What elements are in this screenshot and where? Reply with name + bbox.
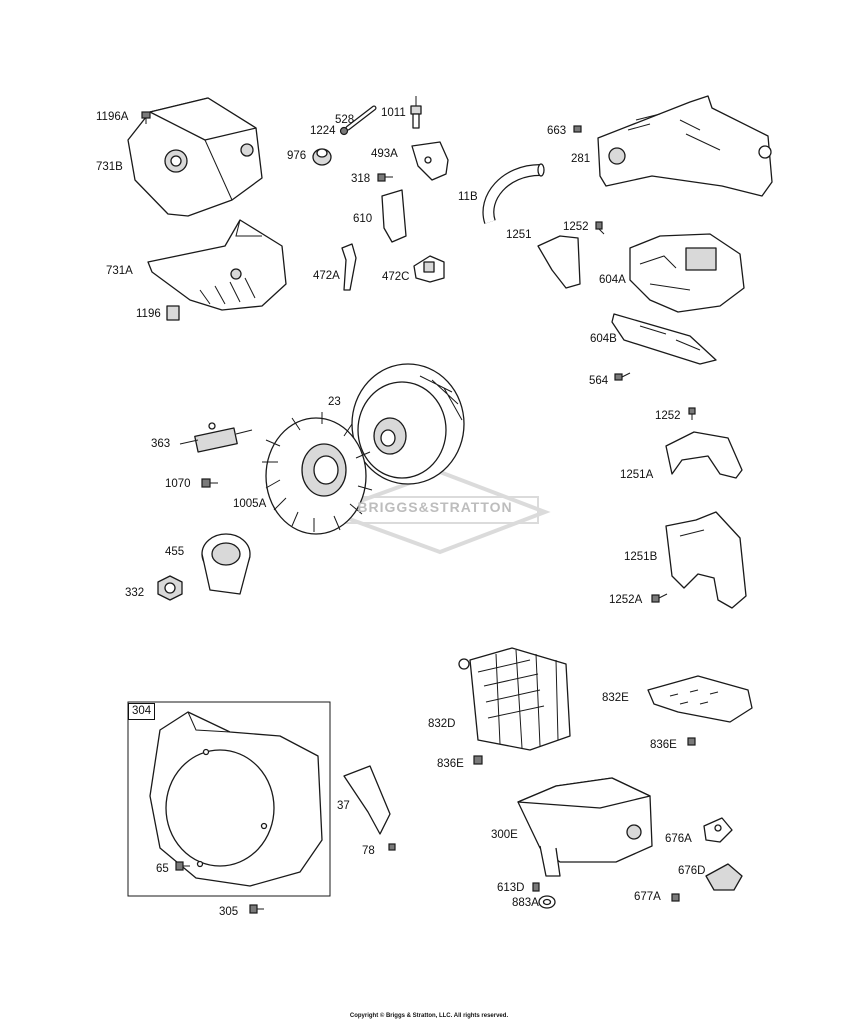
label-676a: 676A xyxy=(665,833,692,845)
part-493a-bracket xyxy=(411,141,449,181)
part-677a-screw xyxy=(671,893,680,902)
part-455-cup xyxy=(201,533,251,595)
part-604b-gasket xyxy=(611,313,717,365)
part-836eb-screw xyxy=(687,737,696,746)
part-676d-deflector xyxy=(705,863,743,891)
part-472a-lever xyxy=(341,243,357,291)
part-832e-shield xyxy=(647,675,753,723)
label-604b: 604B xyxy=(590,333,617,345)
label-613d: 613D xyxy=(497,882,525,894)
label-493a: 493A xyxy=(371,148,398,160)
part-11b-tube xyxy=(482,163,545,224)
label-676d: 676D xyxy=(678,865,706,877)
part-731a-shroud xyxy=(147,219,287,311)
part-305-screw xyxy=(249,904,264,914)
part-1252-screw xyxy=(595,221,605,235)
label-472c: 472C xyxy=(382,271,410,283)
part-363-bracket xyxy=(179,422,253,453)
label-731a: 731A xyxy=(106,265,133,277)
part-883a-gasket xyxy=(538,895,556,909)
part-318-screw xyxy=(377,173,393,182)
label-23: 23 xyxy=(328,396,341,408)
label-1251: 1251 xyxy=(506,229,532,241)
part-610-plate xyxy=(381,189,407,243)
label-1252-lower: 1252 xyxy=(655,410,681,422)
label-528: 528 xyxy=(335,114,355,126)
label-1070: 1070 xyxy=(165,478,191,490)
label-1251a: 1251A xyxy=(620,469,654,481)
label-677a: 677A xyxy=(634,891,661,903)
part-1252b-screw xyxy=(688,407,696,420)
part-300e-muffler xyxy=(517,777,653,877)
label-300e: 300E xyxy=(491,829,518,841)
part-613d-screw xyxy=(532,882,540,892)
label-836e-left: 836E xyxy=(437,758,464,770)
part-832d-guard xyxy=(458,647,571,751)
label-976: 976 xyxy=(287,150,307,162)
part-528-link xyxy=(345,105,377,131)
part-304-box xyxy=(127,701,331,897)
part-37-deflector xyxy=(343,765,391,835)
label-883a: 883A xyxy=(512,897,539,909)
label-318: 318 xyxy=(351,173,371,185)
label-663: 663 xyxy=(547,125,567,137)
part-1224-clip xyxy=(339,126,349,136)
part-1251b-shield xyxy=(665,511,747,609)
part-23-flywheel xyxy=(351,363,465,485)
label-1196a: 1196A xyxy=(96,111,129,123)
label-610: 610 xyxy=(353,213,373,225)
label-832d: 832D xyxy=(428,718,456,730)
part-731b-cover xyxy=(127,97,263,217)
copyright-notice: Copyright © Briggs & Stratton, LLC. All … xyxy=(349,1013,509,1019)
part-304-blower-housing xyxy=(149,711,323,887)
part-1196a-screw xyxy=(141,111,151,124)
label-1251b: 1251B xyxy=(624,551,658,563)
label-836e-right: 836E xyxy=(650,739,677,751)
label-37: 37 xyxy=(337,800,350,812)
part-564-screw xyxy=(614,372,631,381)
label-832e: 832E xyxy=(602,692,629,704)
label-472a: 472A xyxy=(313,270,340,282)
part-281-bracket xyxy=(597,95,773,197)
label-304: 304 xyxy=(128,703,156,720)
part-472c-clip xyxy=(413,255,445,283)
label-1224: 1224 xyxy=(310,125,336,137)
part-604a-base xyxy=(629,233,745,313)
label-305: 305 xyxy=(219,906,239,918)
label-604a: 604A xyxy=(599,274,626,286)
label-1196: 1196 xyxy=(136,308,161,320)
part-1070-screw xyxy=(201,478,218,488)
part-1005a-fan xyxy=(262,412,373,535)
part-65-screw xyxy=(175,861,190,871)
part-663-screw xyxy=(573,125,582,133)
brand-watermark-text: BRIGGS&STRATTON xyxy=(357,499,513,515)
part-78-screw xyxy=(388,843,396,851)
part-1252a-screw xyxy=(651,593,668,603)
label-363: 363 xyxy=(151,438,171,450)
label-65: 65 xyxy=(156,863,169,875)
label-1005a: 1005A xyxy=(233,498,267,510)
part-1011-spark-plug xyxy=(410,96,422,129)
part-1251-deflector xyxy=(537,235,581,289)
part-836e-screw xyxy=(473,755,483,765)
part-332-nut xyxy=(157,575,183,601)
label-332: 332 xyxy=(125,587,145,599)
label-1252: 1252 xyxy=(563,221,589,233)
label-455: 455 xyxy=(165,546,185,558)
part-1251a-shield xyxy=(665,431,743,479)
label-1011: 1011 xyxy=(381,107,406,119)
part-1196-nut xyxy=(166,305,180,321)
part-976-knob xyxy=(312,148,332,166)
label-11b: 11B xyxy=(458,191,478,203)
label-1252a: 1252A xyxy=(609,594,643,606)
label-281: 281 xyxy=(571,153,591,165)
label-78: 78 xyxy=(362,845,375,857)
label-564: 564 xyxy=(589,375,609,387)
part-676a-deflector xyxy=(703,817,733,843)
label-731b: 731B xyxy=(96,161,123,173)
